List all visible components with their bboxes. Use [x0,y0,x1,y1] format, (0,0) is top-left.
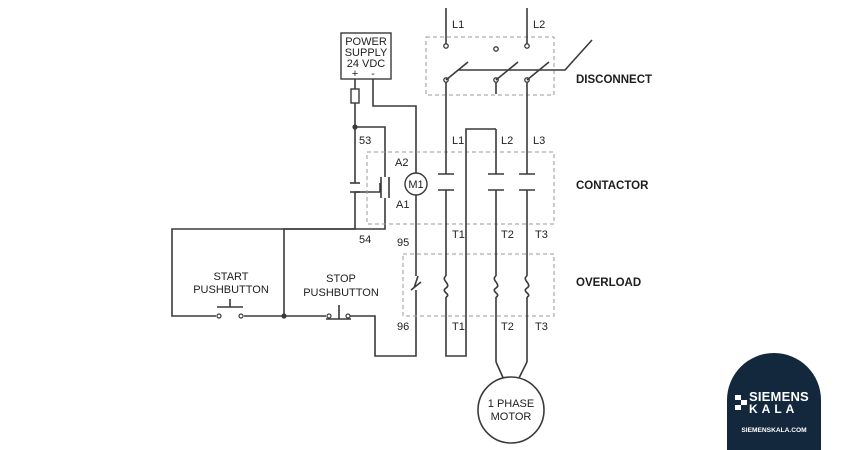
logo-brand-top: SIEMENS [749,389,809,404]
stop-pushbutton-label-line2: PUSHBUTTON [303,287,379,299]
phase-vertical-1 [445,82,496,357]
overload-contact [410,275,422,291]
aux-contact-mark [380,177,390,198]
l2-top-contact [524,43,530,49]
logo-mark-icon [735,395,747,410]
contactor-coil: M1 [404,172,428,196]
l2-label-top: L2 [533,19,545,31]
power-supply-plus: + [352,68,358,80]
t2-label-overload: T2 [501,321,514,333]
l1-label: L1 [452,135,464,147]
disconnect-box [425,36,555,96]
coil-label: M1 [408,179,423,191]
power-supply-box [340,32,392,80]
start-contact-left [216,313,222,319]
power-supply-label-line3: 24 VDC [347,58,386,70]
control-wiring [171,79,422,357]
unused-top-contact [493,46,499,52]
start-actuator [217,299,243,308]
l1-top-contact [443,43,449,49]
t3-label-contactor: T3 [535,229,548,241]
overload-heaters [443,275,530,298]
start-pushbutton-label-line2: PUSHBUTTON [193,284,269,296]
label-95: 95 [397,237,409,249]
t1-label-contactor: T1 [452,229,465,241]
start-pushbutton: START PUSHBUTTON [193,271,269,319]
stop-contact-left [326,313,332,319]
coil-circle [404,172,428,196]
label-a2: A2 [395,157,408,169]
motor: 1 PHASE MOTOR [477,376,545,444]
stop-pushbutton: STOP PUSHBUTTON [303,273,379,320]
disconnect-handle [458,39,593,71]
start-contact-right [238,313,244,319]
stop-actuator [326,305,351,320]
motor-label-line2: MOTOR [491,411,532,423]
logo-url: SIEMENSKALA.COM [741,427,807,434]
control-fuse [350,88,360,104]
power-supply-minus: - [371,68,375,80]
label-96: 96 [397,321,409,333]
l3-label: L3 [533,135,545,147]
contactor-section-label: CONTACTOR [576,180,649,192]
junction-start-stop [281,313,287,319]
contactor-main-contacts [438,173,535,191]
overload-box [402,253,555,317]
logo-brand-bottom: KALA [749,402,799,416]
disconnect-section-label: DISCONNECT [576,74,652,86]
overload-section-label: OVERLOAD [576,277,641,289]
disconnect-blades [445,61,550,81]
power-supply-label-line2: SUPPLY [345,47,388,59]
t3-label-overload: T3 [535,321,548,333]
t2-label-contactor: T2 [501,229,514,241]
label-54: 54 [359,234,371,246]
label-a1: A1 [396,199,409,211]
l2-label: L2 [501,135,513,147]
overload-to-96-wire [350,290,417,357]
power-circuit [438,8,593,383]
parallel-branch [283,126,386,316]
label-53: 53 [359,135,371,147]
power-supply-label-line1: POWER [345,36,387,48]
siemens-kala-logo: SIEMENS KALA SIEMENSKALA.COM [727,353,821,450]
stop-contact-right [345,313,351,319]
t1-label-overload: T1 [452,321,465,333]
stop-pushbutton-label-line1: STOP [326,273,356,285]
contactor-box [366,151,555,225]
aux-to-contactor-bridge [355,183,381,193]
aux-contact-wire [171,127,356,317]
l1-label-top: L1 [452,19,464,31]
motor-label-line1: 1 PHASE [488,398,534,410]
power-supply: POWER SUPPLY 24 VDC + - [340,32,392,80]
motor-circle [477,376,545,444]
supply-minus-wire [372,79,417,173]
start-pushbutton-label-line1: START [213,271,248,283]
